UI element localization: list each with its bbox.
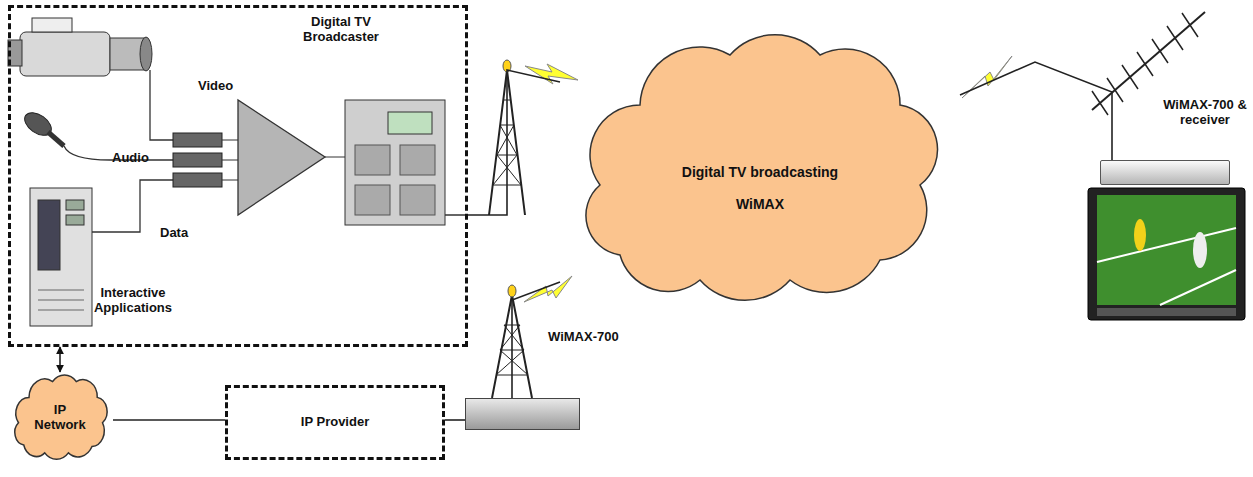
transmission-tower — [489, 70, 525, 215]
node-text: Digital TV broadcasting — [640, 165, 880, 180]
camera-lens — [110, 38, 144, 70]
wire — [222, 140, 238, 141]
player-figure — [1134, 219, 1146, 251]
tower-lattice — [493, 100, 521, 185]
connector-line — [445, 419, 465, 421]
node-text: IP Network — [30, 402, 90, 432]
cloud-shape — [15, 375, 107, 459]
network-cloud: IP Network — [8, 372, 113, 464]
field-lines — [1097, 228, 1236, 305]
server-panel — [38, 200, 60, 270]
server-vent — [38, 300, 84, 301]
multiplexer-triangle — [238, 100, 325, 215]
player-figure — [1193, 232, 1207, 268]
node-text: Digital TV Broadcaster — [286, 14, 396, 44]
connector-line — [113, 419, 225, 421]
encoder-box — [173, 173, 222, 187]
node-text: WiMAX-700 & receiver — [1156, 97, 1253, 127]
node-text: WiMAX-700 — [548, 329, 638, 344]
tv-frame — [1088, 188, 1245, 320]
wire — [222, 160, 238, 161]
camera-lens-front — [140, 37, 152, 71]
microphone-handle — [48, 132, 64, 146]
cloud-shape — [586, 35, 938, 301]
wire — [325, 157, 345, 158]
cabinet-panel — [355, 185, 390, 215]
connector-line — [59, 347, 61, 372]
antenna-boom — [1092, 12, 1205, 110]
node-text: IP Provider — [238, 414, 432, 429]
lightning-bolt — [962, 56, 1012, 98]
camera-handle — [32, 18, 72, 32]
cabinet-panel — [355, 145, 390, 175]
tower-lattice — [496, 325, 528, 375]
server-vent — [38, 310, 84, 311]
connector-line — [512, 282, 560, 398]
encoder-box — [173, 133, 222, 147]
server-tower — [30, 188, 92, 326]
encoder-box — [173, 153, 222, 167]
data-wire — [92, 180, 173, 232]
broadcaster-group: Digital TV Broadcaster — [8, 5, 468, 347]
wire — [222, 180, 238, 181]
tower-beacon — [503, 60, 511, 72]
camera-body — [20, 32, 110, 76]
video-wire — [150, 70, 173, 140]
tv-bottom-bar — [1097, 308, 1236, 316]
text-label: Interactive Applications — [88, 285, 178, 315]
lightning-bolt — [525, 64, 578, 84]
base-station: WiMAX-700 — [465, 398, 580, 430]
tv-screen — [1097, 195, 1236, 305]
server-vent — [38, 290, 84, 291]
text-label: Data — [160, 225, 188, 240]
connector-line — [468, 70, 560, 215]
transmission-tower — [492, 295, 532, 398]
network-cloud: Digital TV broadcastingWiMAX — [560, 25, 960, 315]
transmitter-cabinet — [345, 100, 445, 225]
text-label: Video — [198, 78, 233, 93]
connector-line — [960, 62, 1112, 160]
wire — [445, 214, 468, 216]
set-top-box: WiMAX-700 & receiver — [1100, 160, 1230, 185]
server-drive — [66, 200, 84, 210]
provider-box: IP Provider — [225, 385, 445, 460]
tower-beacon — [508, 285, 516, 297]
cabinet-panel — [400, 145, 435, 175]
node-text: WiMAX — [660, 197, 860, 212]
cabinet-panel — [400, 185, 435, 215]
text-label: Audio — [112, 150, 149, 165]
cabinet-display — [388, 112, 432, 134]
lightning-bolt — [524, 276, 572, 302]
server-drive — [66, 215, 84, 225]
